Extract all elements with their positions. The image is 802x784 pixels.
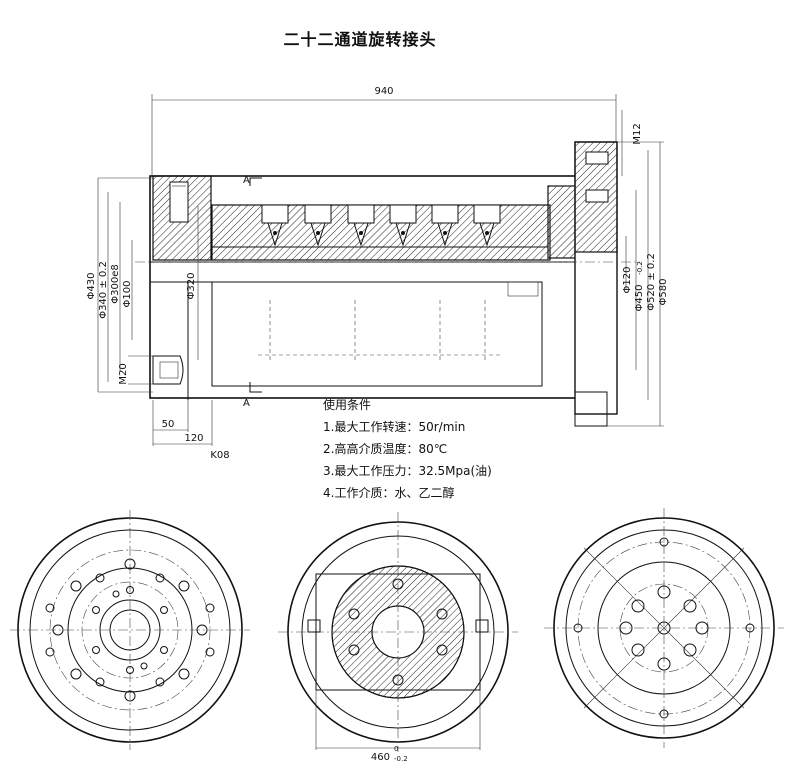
dim-d100: Φ100 (122, 281, 133, 308)
dim-d320: Φ320 (186, 273, 197, 300)
condition-item: 3.最大工作压力：32.5Mpa(油) (323, 464, 492, 478)
conditions-heading: 使用条件 (323, 398, 372, 412)
section-view-aa (278, 512, 518, 752)
dim-460-tol-lower: -0.2 (394, 755, 408, 763)
dim-50: 50 (162, 419, 175, 430)
section-a-top: A (243, 175, 250, 186)
bolt-holes-outer (45, 558, 215, 702)
dim-460-tol-upper: 0 (394, 745, 398, 753)
dim-m20: M20 (118, 363, 129, 384)
dim-d450-tol: -0.2 (636, 261, 644, 275)
mounting-holes (573, 537, 755, 719)
dim-m12: M12 (632, 123, 643, 144)
end-view-right (544, 508, 784, 748)
dimension-lines: 940 M12 Φ430 Φ340 ± 0.2 Φ300e8 Φ100 Φ320… (86, 86, 669, 461)
dim-d450: Φ450 (634, 285, 645, 312)
drawing-title: 二十二通道旋转接头 (283, 30, 437, 49)
section-a-bottom: A (243, 398, 250, 409)
condition-item: 1.最大工作转速：50r/min (323, 420, 466, 434)
dim-k08: K08 (210, 450, 229, 461)
dim-d430: Φ430 (86, 273, 97, 300)
channel-ports (261, 204, 501, 247)
end-view-left (10, 510, 250, 750)
bolt-holes-inner (92, 586, 168, 674)
dim-940: 940 (374, 86, 393, 97)
side-section-view (135, 141, 640, 427)
dim-460: 460 (371, 752, 390, 763)
dim-d300e8: Φ300e8 (110, 264, 121, 303)
condition-item: 2.高高介质温度：80℃ (323, 442, 448, 456)
operating-conditions: 使用条件 1.最大工作转速：50r/min 2.高高介质温度：80℃ 3.最大工… (323, 394, 492, 504)
dim-d580: Φ580 (658, 279, 669, 306)
dim-d520: Φ520 ± 0.2 (646, 253, 657, 311)
condition-item: 4.工作介质：水、乙二醇 (323, 486, 455, 500)
port-holes (619, 585, 709, 671)
dim-d340: Φ340 ± 0.2 (98, 261, 109, 319)
dim-d120: Φ120 (622, 267, 633, 294)
dim-120: 120 (184, 433, 203, 444)
